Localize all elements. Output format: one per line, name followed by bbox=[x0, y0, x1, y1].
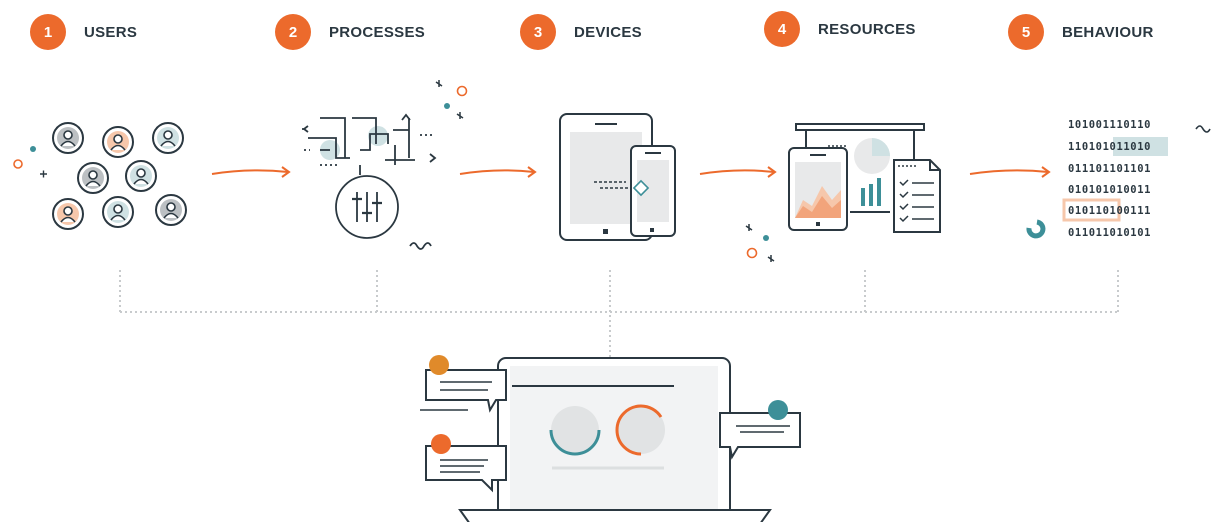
binary-line: 011101101101 bbox=[1068, 163, 1151, 175]
step-label-processes: PROCESSES bbox=[329, 23, 426, 41]
step-number-badge: 3 bbox=[520, 14, 556, 50]
binary-line: 010101010011 bbox=[1068, 184, 1151, 196]
step-resources: 4 RESOURCES bbox=[764, 11, 916, 47]
step-number-badge: 1 bbox=[30, 14, 66, 50]
tablet-phone-icon bbox=[559, 113, 676, 241]
step-processes: 2 PROCESSES bbox=[275, 14, 425, 50]
binary-line: 110101011010 bbox=[1068, 141, 1151, 153]
binary-line: 101001110110 bbox=[1068, 119, 1151, 131]
dotted-connectors bbox=[119, 270, 1119, 360]
laptop-chat-icon bbox=[420, 355, 801, 522]
users-group-icon bbox=[13, 122, 187, 230]
step-label-behaviour: BEHAVIOUR bbox=[1062, 23, 1154, 41]
step-number-badge: 2 bbox=[275, 14, 311, 50]
step-number-badge: 4 bbox=[764, 11, 800, 47]
step-label-resources: RESOURCES bbox=[818, 20, 916, 38]
circuit-sliders-icon bbox=[302, 80, 468, 250]
binary-line: 011011010101 bbox=[1068, 227, 1151, 239]
step-label-users: USERS bbox=[84, 23, 138, 41]
step-users: 1 USERS bbox=[30, 14, 137, 50]
arrow-icon bbox=[211, 166, 291, 178]
step-label-devices: DEVICES bbox=[574, 23, 642, 41]
binary-data-icon: 101001110110 110101011010 011101101101 0… bbox=[1026, 119, 1211, 239]
step-number-badge: 5 bbox=[1008, 14, 1044, 50]
arrow-icon bbox=[699, 166, 777, 178]
step-devices: 3 DEVICES bbox=[520, 14, 642, 50]
dashboard-reports-icon bbox=[745, 123, 941, 262]
step-behaviour: 5 BEHAVIOUR bbox=[1008, 14, 1154, 50]
arrow-icon bbox=[459, 166, 537, 178]
flow-arrows bbox=[211, 166, 1051, 178]
arrow-icon bbox=[969, 166, 1051, 178]
binary-line: 010110100111 bbox=[1068, 205, 1151, 217]
